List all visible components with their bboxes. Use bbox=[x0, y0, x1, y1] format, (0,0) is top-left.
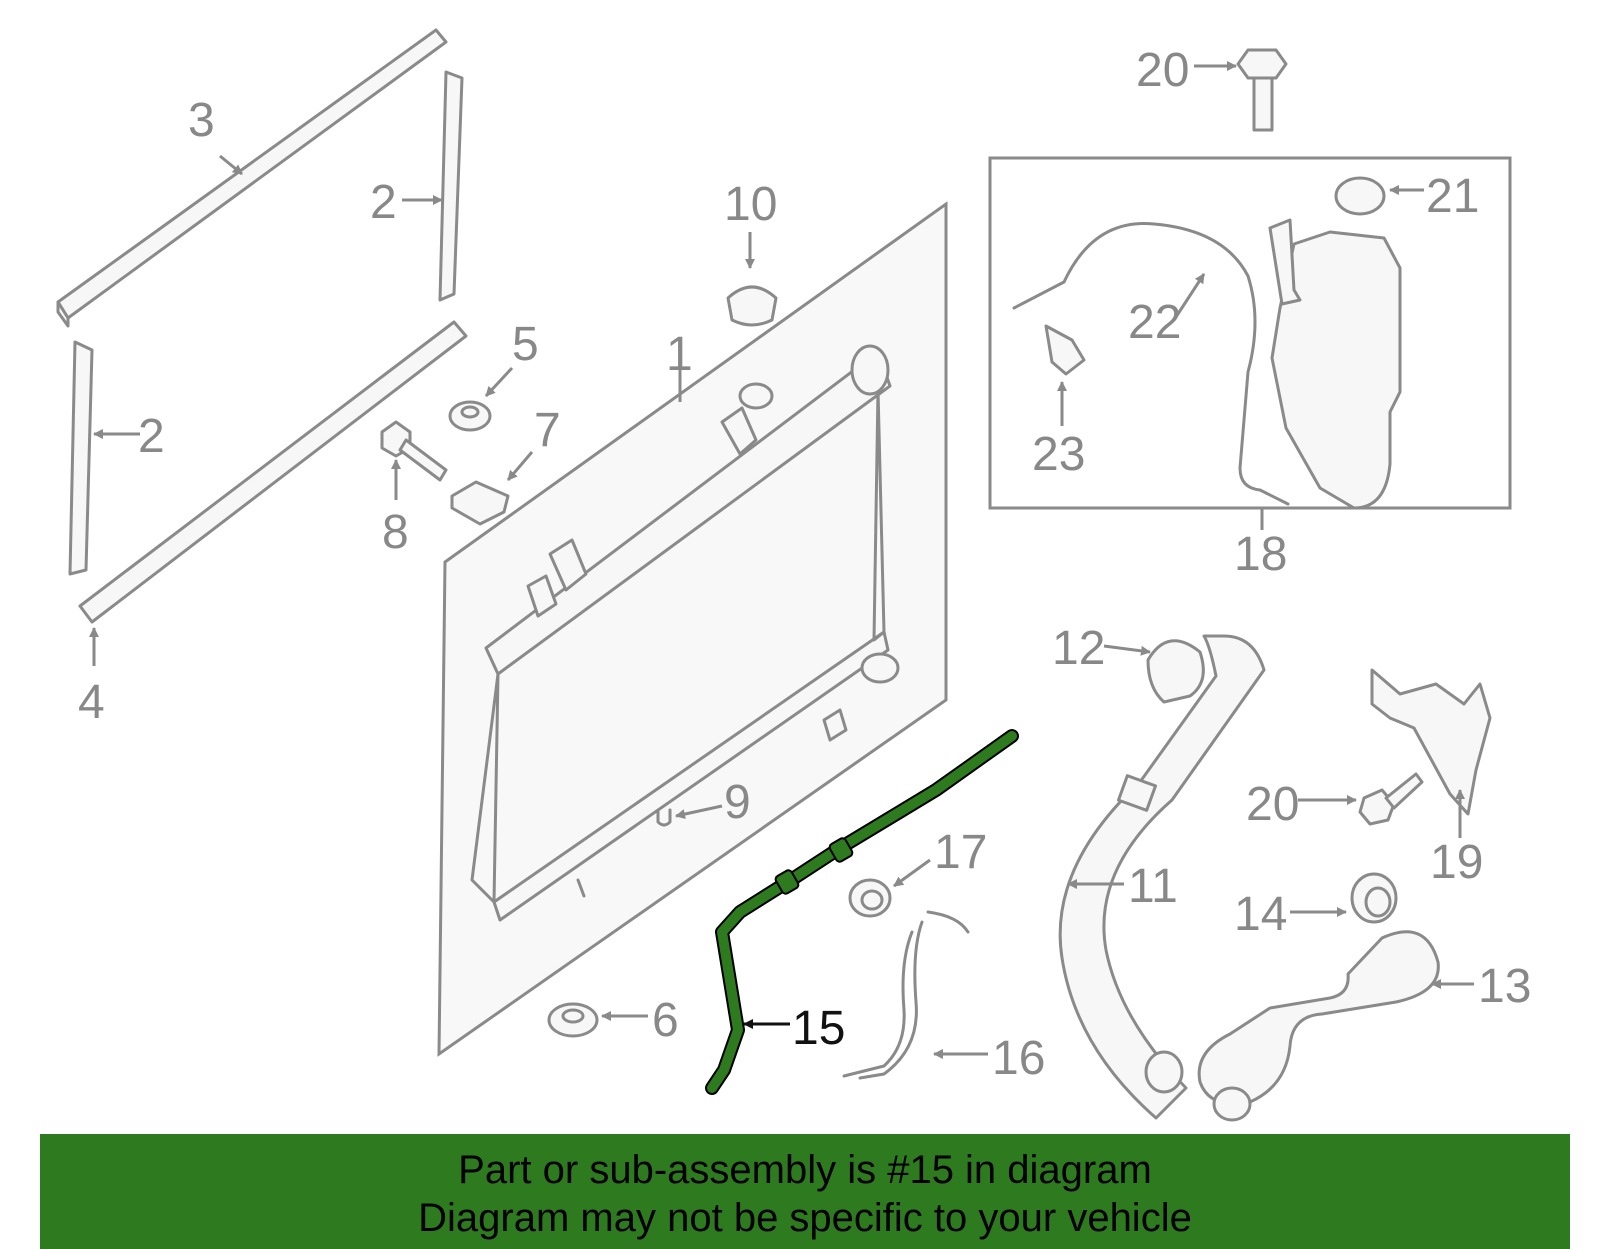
part-1-radiator bbox=[437, 201, 948, 1057]
leader-lines bbox=[89, 61, 1474, 1059]
callout-21: 21 bbox=[1426, 170, 1479, 223]
part-2-seal-side-right bbox=[438, 70, 464, 302]
part-2-seal-side-left bbox=[68, 340, 94, 576]
callout-14: 14 bbox=[1234, 888, 1287, 941]
callout-1: 1 bbox=[666, 328, 693, 381]
part-20-bolt-side bbox=[1358, 772, 1424, 826]
callout-16: 16 bbox=[992, 1032, 1045, 1085]
callout-9: 9 bbox=[724, 776, 751, 829]
part-13-hose bbox=[1197, 930, 1440, 1122]
part-9-clip bbox=[656, 808, 672, 827]
callout-5: 5 bbox=[512, 318, 539, 371]
part-5-mount-upper bbox=[448, 400, 492, 432]
part-12-clamp bbox=[1146, 639, 1205, 704]
callout-10: 10 bbox=[724, 178, 777, 231]
part-11-hose bbox=[1058, 634, 1266, 1120]
callout-20-lower: 20 bbox=[1246, 778, 1299, 831]
part-16-hose bbox=[842, 910, 970, 1080]
callout-19: 19 bbox=[1430, 836, 1483, 889]
callout-2-upper: 2 bbox=[370, 176, 397, 229]
callout-22: 22 bbox=[1128, 296, 1181, 349]
part-18-reservoir-assembly bbox=[988, 156, 1512, 510]
part-6-mount-lower bbox=[547, 1002, 599, 1038]
callout-23: 23 bbox=[1032, 428, 1085, 481]
part-8-bolt bbox=[380, 420, 448, 482]
part-10-cap bbox=[726, 285, 778, 327]
callout-2-lower: 2 bbox=[138, 410, 165, 463]
part-17-clamp bbox=[848, 878, 892, 918]
banner-line-1: Part or sub-assembly is #15 in diagram bbox=[458, 1148, 1152, 1192]
callout-17: 17 bbox=[934, 826, 987, 879]
callout-13: 13 bbox=[1478, 960, 1531, 1013]
part-7-bracket bbox=[450, 480, 510, 526]
part-15-hose-highlight bbox=[705, 729, 1019, 1095]
part-20-bolt-upper bbox=[1236, 48, 1288, 132]
callout-numbers: 3 2 2 4 5 7 8 1 10 9 6 15 16 17 11 12 14… bbox=[78, 44, 1531, 1085]
part-3-seal-upper bbox=[56, 28, 448, 328]
part-19-bracket bbox=[1370, 668, 1492, 816]
callout-4: 4 bbox=[78, 676, 105, 729]
callout-18: 18 bbox=[1234, 528, 1287, 581]
callout-11: 11 bbox=[1128, 860, 1178, 913]
callout-8: 8 bbox=[382, 506, 409, 559]
callout-3: 3 bbox=[188, 94, 215, 147]
callout-20-upper: 20 bbox=[1136, 44, 1189, 97]
callout-12: 12 bbox=[1052, 622, 1105, 675]
info-banner: Part or sub-assembly is #15 in diagram D… bbox=[40, 1134, 1570, 1249]
part-14-clamp bbox=[1350, 872, 1398, 924]
callout-15: 15 bbox=[792, 1002, 845, 1055]
part-4-seal-lower bbox=[78, 320, 468, 624]
callout-7: 7 bbox=[534, 404, 561, 457]
callout-6: 6 bbox=[652, 994, 679, 1047]
banner-line-2: Diagram may not be specific to your vehi… bbox=[418, 1196, 1192, 1240]
